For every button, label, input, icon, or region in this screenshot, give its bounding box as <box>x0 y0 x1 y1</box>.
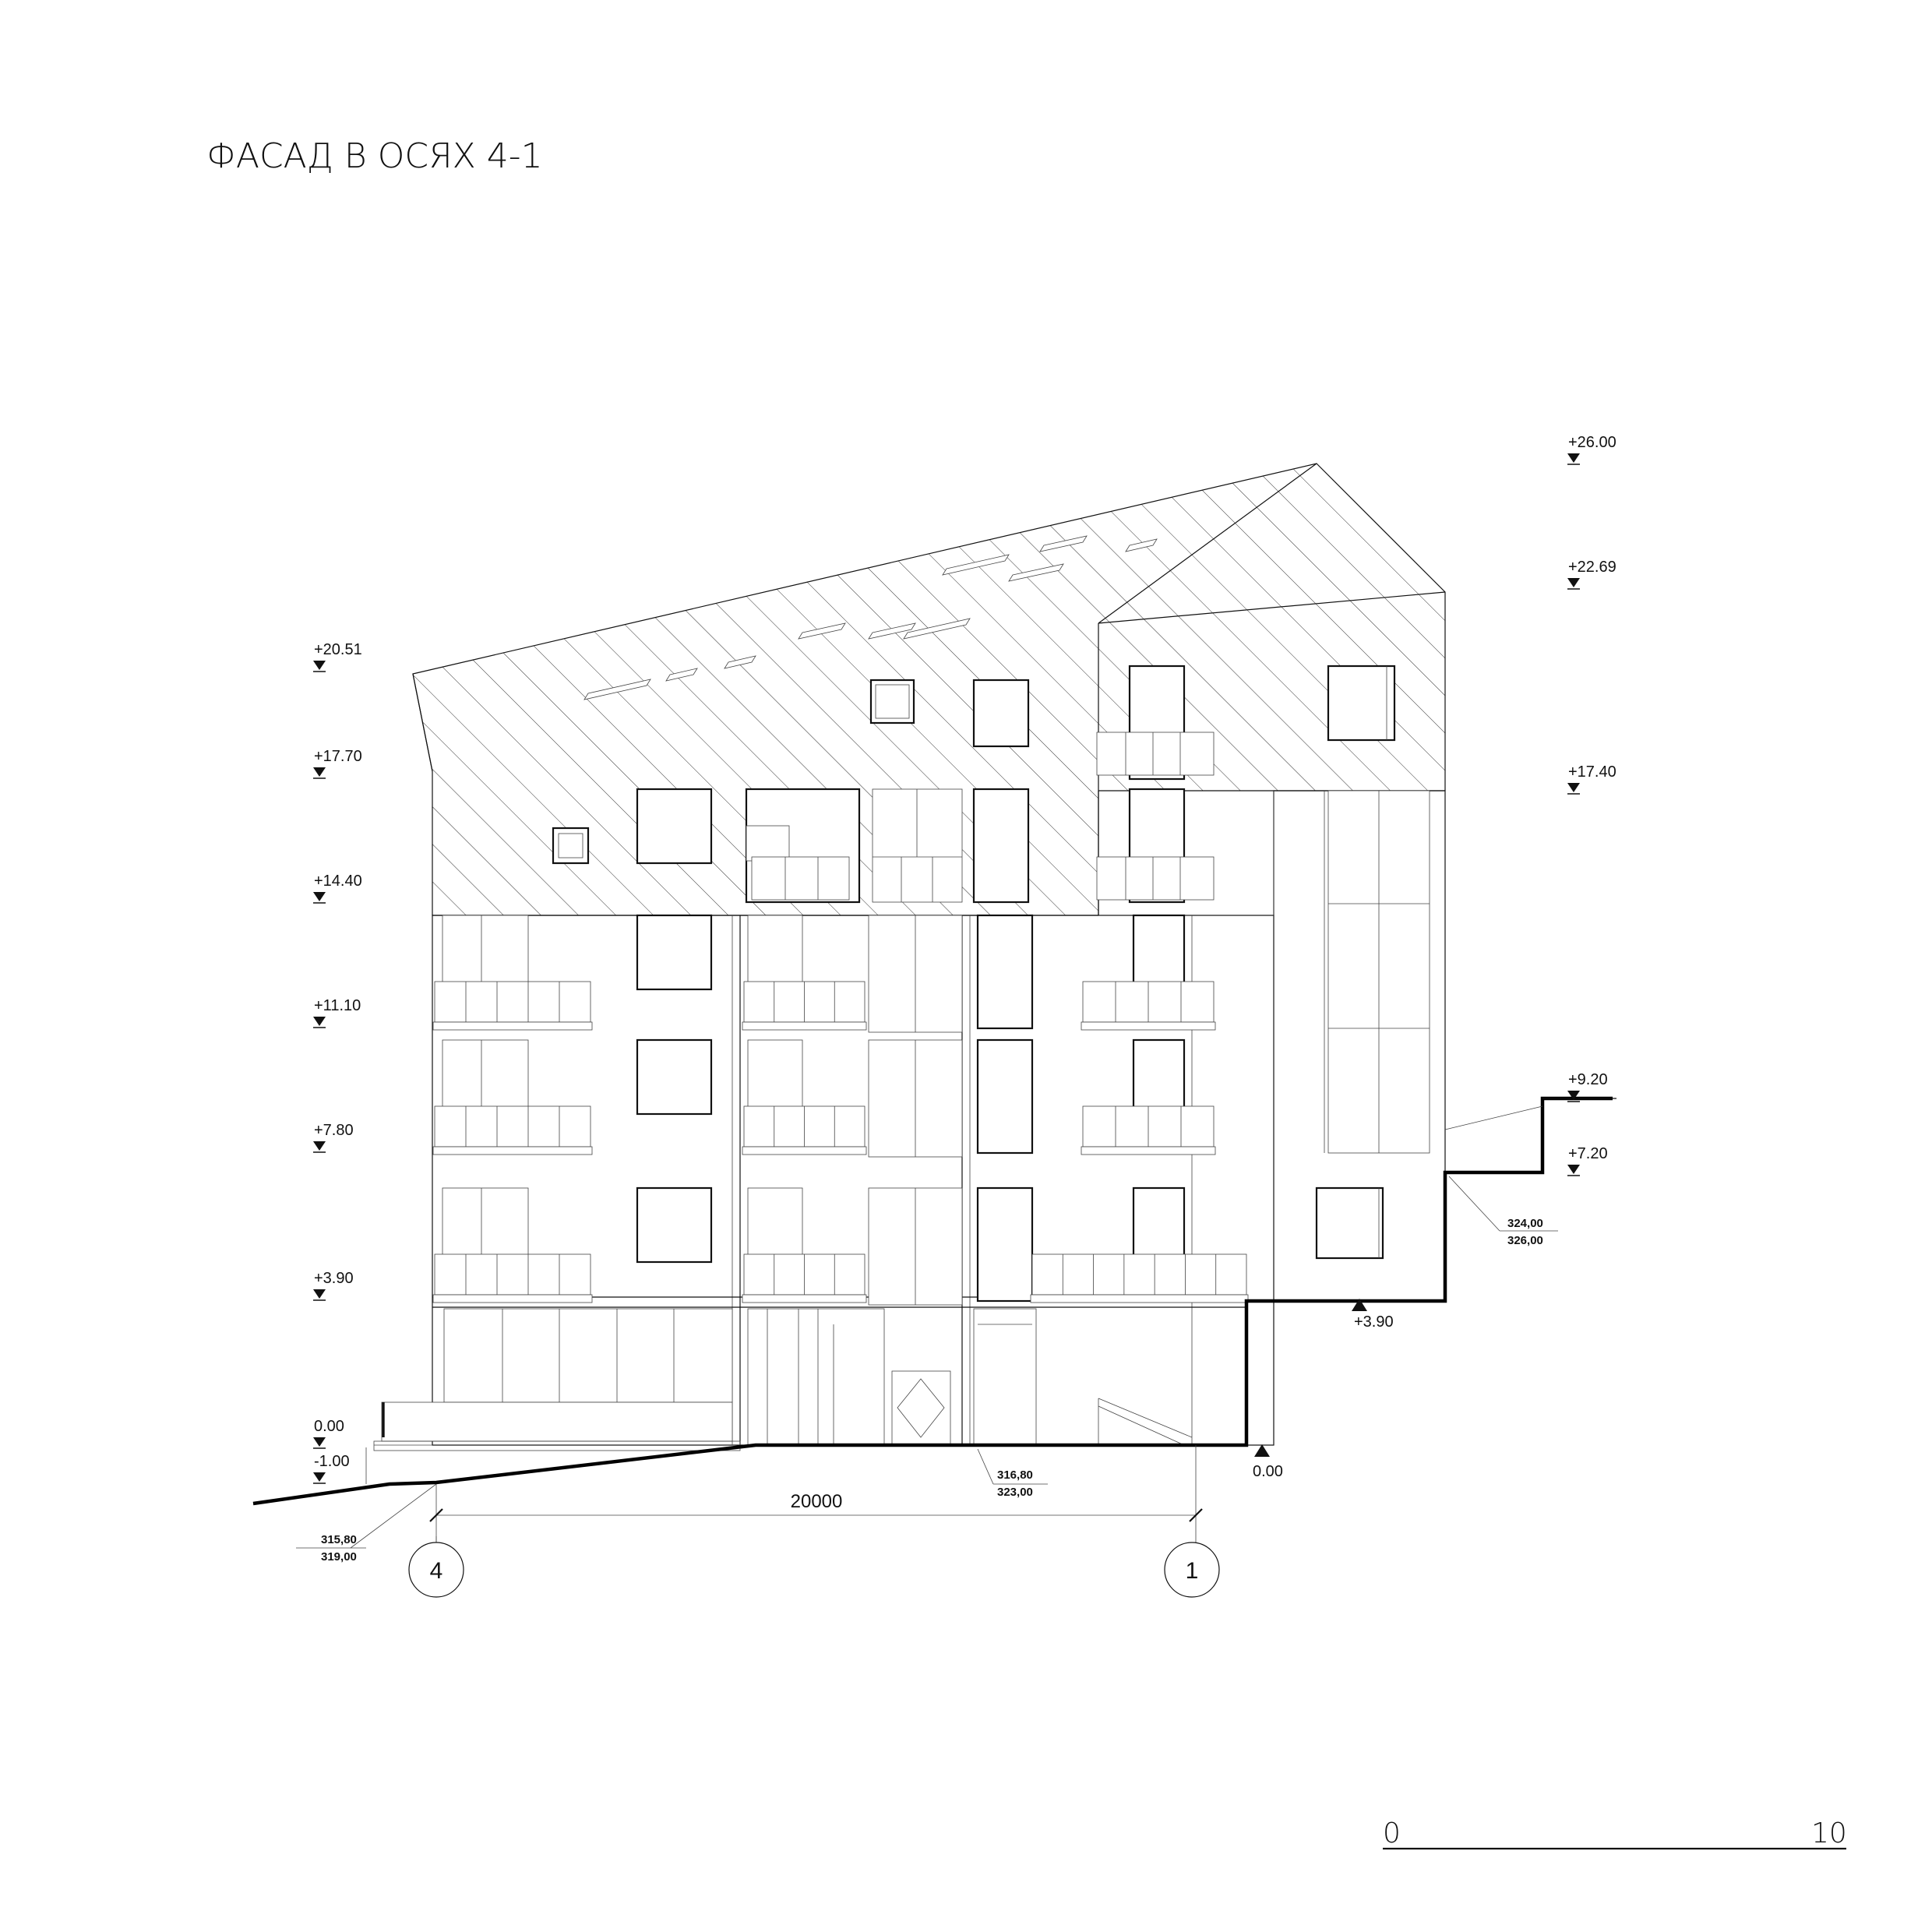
level-left-5: +3.90 <box>313 1270 354 1301</box>
level-left-triangle-icon <box>313 1472 326 1482</box>
balcony <box>432 1253 593 1303</box>
terrain-mark-right-bottom: 326,00 <box>1507 1234 1543 1247</box>
level-left-0: +20.51 <box>313 641 362 672</box>
scale-end-label: 10 <box>1811 1817 1847 1849</box>
level-left-label: -1.00 <box>314 1453 350 1470</box>
scale-start-label: 0 <box>1383 1817 1401 1849</box>
level-markers-right: +26.00 +22.69 +17.40 +9.20 +7.20 <box>1542 434 1616 1176</box>
level-left-label: +7.80 <box>314 1122 354 1139</box>
terrain-mark-right-top: 324,00 <box>1507 1217 1543 1230</box>
level-right-triangle-icon <box>1567 453 1580 463</box>
axis-markers <box>408 1536 1220 1598</box>
level-left-triangle-icon <box>313 1289 326 1299</box>
terrace-level-upper-label: +3.90 <box>1354 1313 1394 1331</box>
level-left-label: 0.00 <box>314 1418 344 1435</box>
level-left-6: 0.00 <box>313 1418 344 1449</box>
level-left-1: +17.70 <box>313 748 362 779</box>
dimension-line <box>429 1445 1203 1542</box>
level-left-4: +7.80 <box>313 1122 354 1153</box>
curtain-wall <box>1315 790 1430 1260</box>
terrain-mark-left-top: 315,80 <box>321 1533 357 1546</box>
level-left-3: +11.10 <box>313 997 361 1028</box>
level-left-label: +20.51 <box>314 641 362 658</box>
level-right-label: +7.20 <box>1568 1145 1608 1162</box>
terrain-mark-middle: 316,80 323,00 <box>977 1448 1048 1499</box>
balcony <box>1081 981 1216 1031</box>
terrace-level-base: 0.00 <box>1253 1444 1283 1480</box>
level-right-2: +17.40 <box>1567 763 1616 795</box>
level-right-label: +9.20 <box>1568 1071 1608 1088</box>
level-right-triangle-icon <box>1567 783 1580 792</box>
level-left-label: +11.10 <box>314 997 361 1014</box>
terrain-mark-middle-top: 316,80 <box>997 1468 1033 1482</box>
axis-label-4: 4 <box>430 1558 443 1584</box>
balconies <box>432 981 1249 1303</box>
balcony <box>742 981 867 1031</box>
level-right-label: +26.00 <box>1568 434 1616 451</box>
balcony <box>742 1105 867 1155</box>
axis-label-1: 1 <box>1186 1558 1199 1584</box>
level-right-4: +7.20 <box>1567 1145 1608 1176</box>
balcony <box>742 1253 867 1303</box>
terrain-line <box>252 1096 1613 1506</box>
drawing-title: ФАСАД В ОСЯХ 4-1 <box>206 136 543 176</box>
ground-floor <box>373 1308 1193 1451</box>
balcony <box>432 981 593 1031</box>
level-left-label: +3.90 <box>314 1270 354 1287</box>
level-right-label: +17.40 <box>1568 763 1616 781</box>
level-left-triangle-icon <box>313 1437 326 1447</box>
level-right-triangle-icon <box>1567 1091 1580 1100</box>
terrace-level-base-label: 0.00 <box>1253 1463 1283 1480</box>
level-right-triangle-icon <box>1567 1165 1580 1174</box>
level-left-label: +17.70 <box>314 748 362 765</box>
level-right-1: +22.69 <box>1567 559 1616 590</box>
terrace-level-upper: +3.90 <box>1352 1299 1394 1331</box>
level-left-2: +14.40 <box>313 873 362 904</box>
level-left-triangle-icon <box>313 892 326 901</box>
level-left-label: +14.40 <box>314 873 362 890</box>
dimension-label: 20000 <box>791 1491 843 1512</box>
terrain-mark-left-bottom: 319,00 <box>321 1550 357 1564</box>
terrain-mark-right: 324,00 326,00 <box>1448 1176 1558 1247</box>
balcony <box>432 1105 593 1155</box>
level-left-triangle-icon <box>313 1017 326 1026</box>
level-markers-left: +20.51 +17.70 +14.40 +11.10 +7.80 +3.90 0.00 -1… <box>313 641 362 1484</box>
terrain-mark-left: 315,80 319,00 <box>296 1483 437 1564</box>
roof-skylights <box>583 535 1158 700</box>
level-right-3: +9.20 <box>1567 1071 1608 1102</box>
level-left-triangle-icon <box>313 661 326 670</box>
level-left-7: -1.00 <box>313 1453 350 1484</box>
balcony <box>1081 1105 1216 1155</box>
level-left-triangle-icon <box>313 767 326 777</box>
level-right-0: +26.00 <box>1567 434 1616 465</box>
level-right-label: +22.69 <box>1568 559 1616 576</box>
attic-windows <box>552 665 1396 904</box>
terrain-mark-middle-bottom: 323,00 <box>997 1486 1033 1499</box>
level-right-triangle-icon <box>1567 578 1580 587</box>
level-left-triangle-icon <box>313 1141 326 1151</box>
balcony <box>1030 1253 1249 1303</box>
